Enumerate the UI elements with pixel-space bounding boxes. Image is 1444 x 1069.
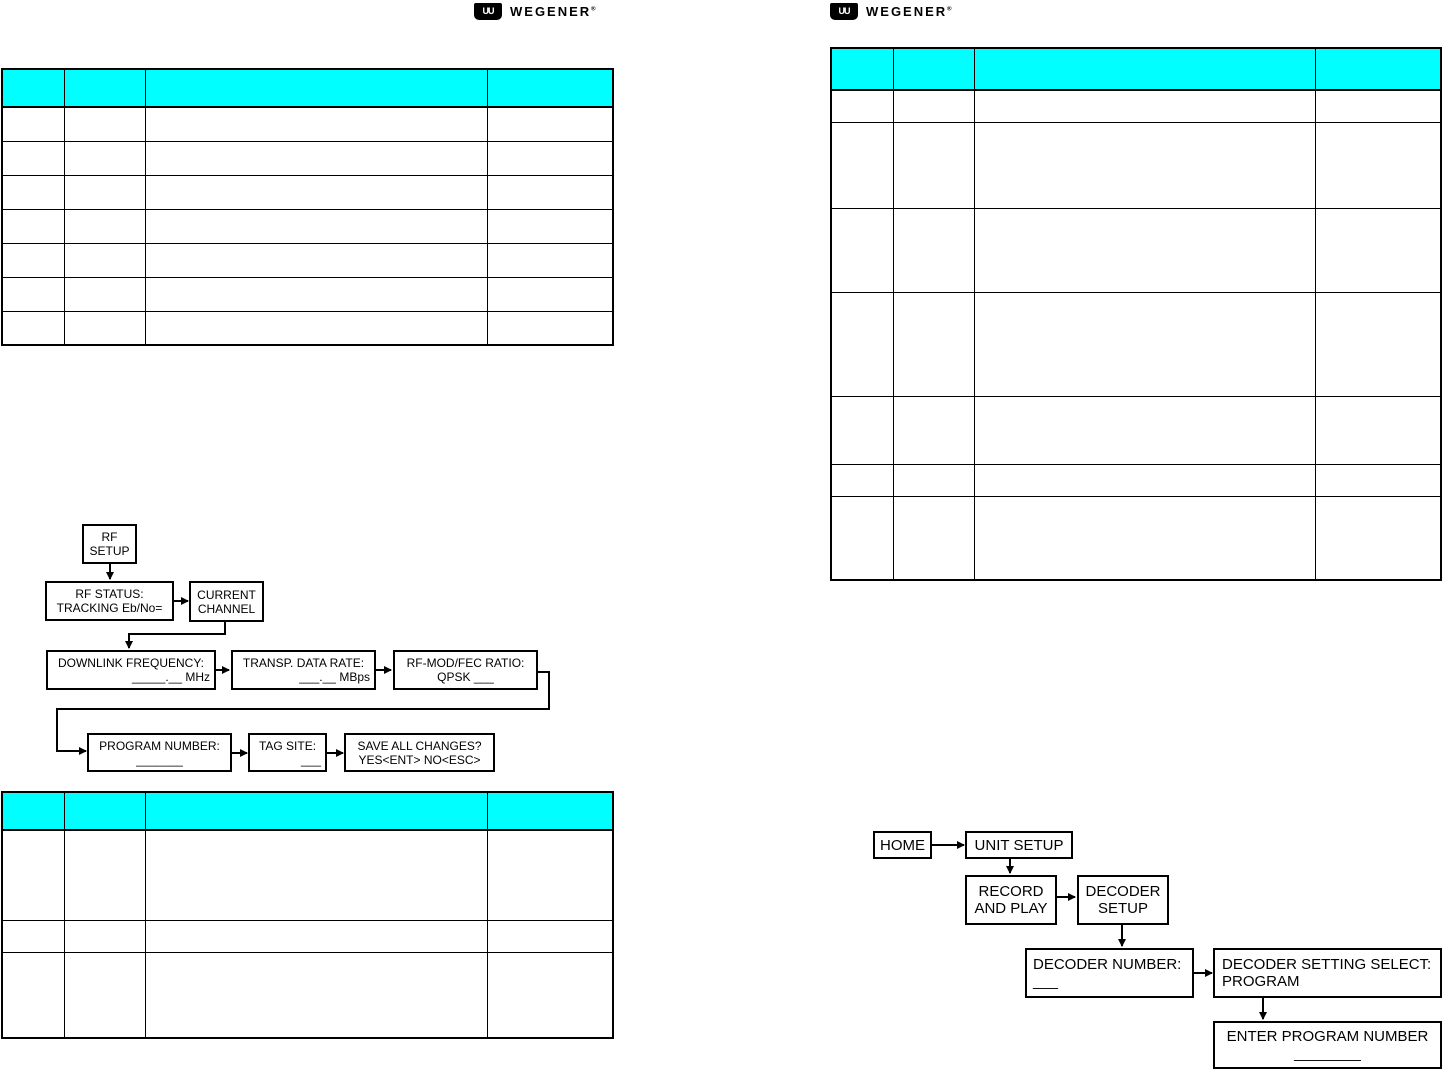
tag-site-box: TAG SITE:___: [248, 733, 327, 772]
rf-mod-fec-box: RF-MOD/FEC RATIO:QPSK ___: [393, 650, 538, 690]
table-row: [2, 919, 613, 952]
table-row: [2, 276, 613, 311]
table-row: [2, 310, 613, 345]
decoder-setting-select-box: DECODER SETTING SELECT:PROGRAM: [1213, 948, 1442, 998]
right-table: [830, 47, 1442, 581]
downlink-frequency-box: DOWNLINK FREQUENCY:_____.__ MHz: [46, 650, 216, 690]
program-number-box: PROGRAM NUMBER:_______: [87, 733, 232, 772]
wegener-mark-icon: UU: [474, 2, 502, 20]
table-row: [831, 395, 1441, 464]
transp-data-rate-box: TRANSP. DATA RATE:___.__ MBps: [231, 650, 376, 690]
wegener-logo-right: UU WEGENER®: [830, 0, 952, 22]
table-row: [2, 829, 613, 920]
home-box: HOME: [873, 831, 932, 859]
table-row: [2, 242, 613, 277]
table-row: [2, 140, 613, 175]
rf-status-box: RF STATUS:TRACKING Eb/No=: [45, 581, 174, 621]
left-bottom-table: [1, 791, 614, 1039]
decoder-number-box: DECODER NUMBER:___: [1025, 948, 1194, 998]
table-row: [831, 291, 1441, 396]
table-row: [2, 174, 613, 209]
save-changes-box: SAVE ALL CHANGES?YES<ENT> NO<ESC>: [344, 733, 495, 772]
table-row: [831, 121, 1441, 208]
table-row: [831, 89, 1441, 122]
table-row: [831, 463, 1441, 496]
left-top-table: [1, 68, 614, 346]
table-row: [2, 106, 613, 141]
unit-setup-box: UNIT SETUP: [965, 831, 1073, 859]
table-row: [831, 207, 1441, 292]
table-row: [2, 208, 613, 243]
enter-program-number-box: ENTER PROGRAM NUMBER________: [1213, 1021, 1442, 1069]
table-row: [831, 495, 1441, 580]
table-row: [2, 951, 613, 1038]
wegener-logo-left: UU WEGENER®: [474, 0, 596, 22]
wegener-mark-icon: UU: [830, 2, 858, 20]
